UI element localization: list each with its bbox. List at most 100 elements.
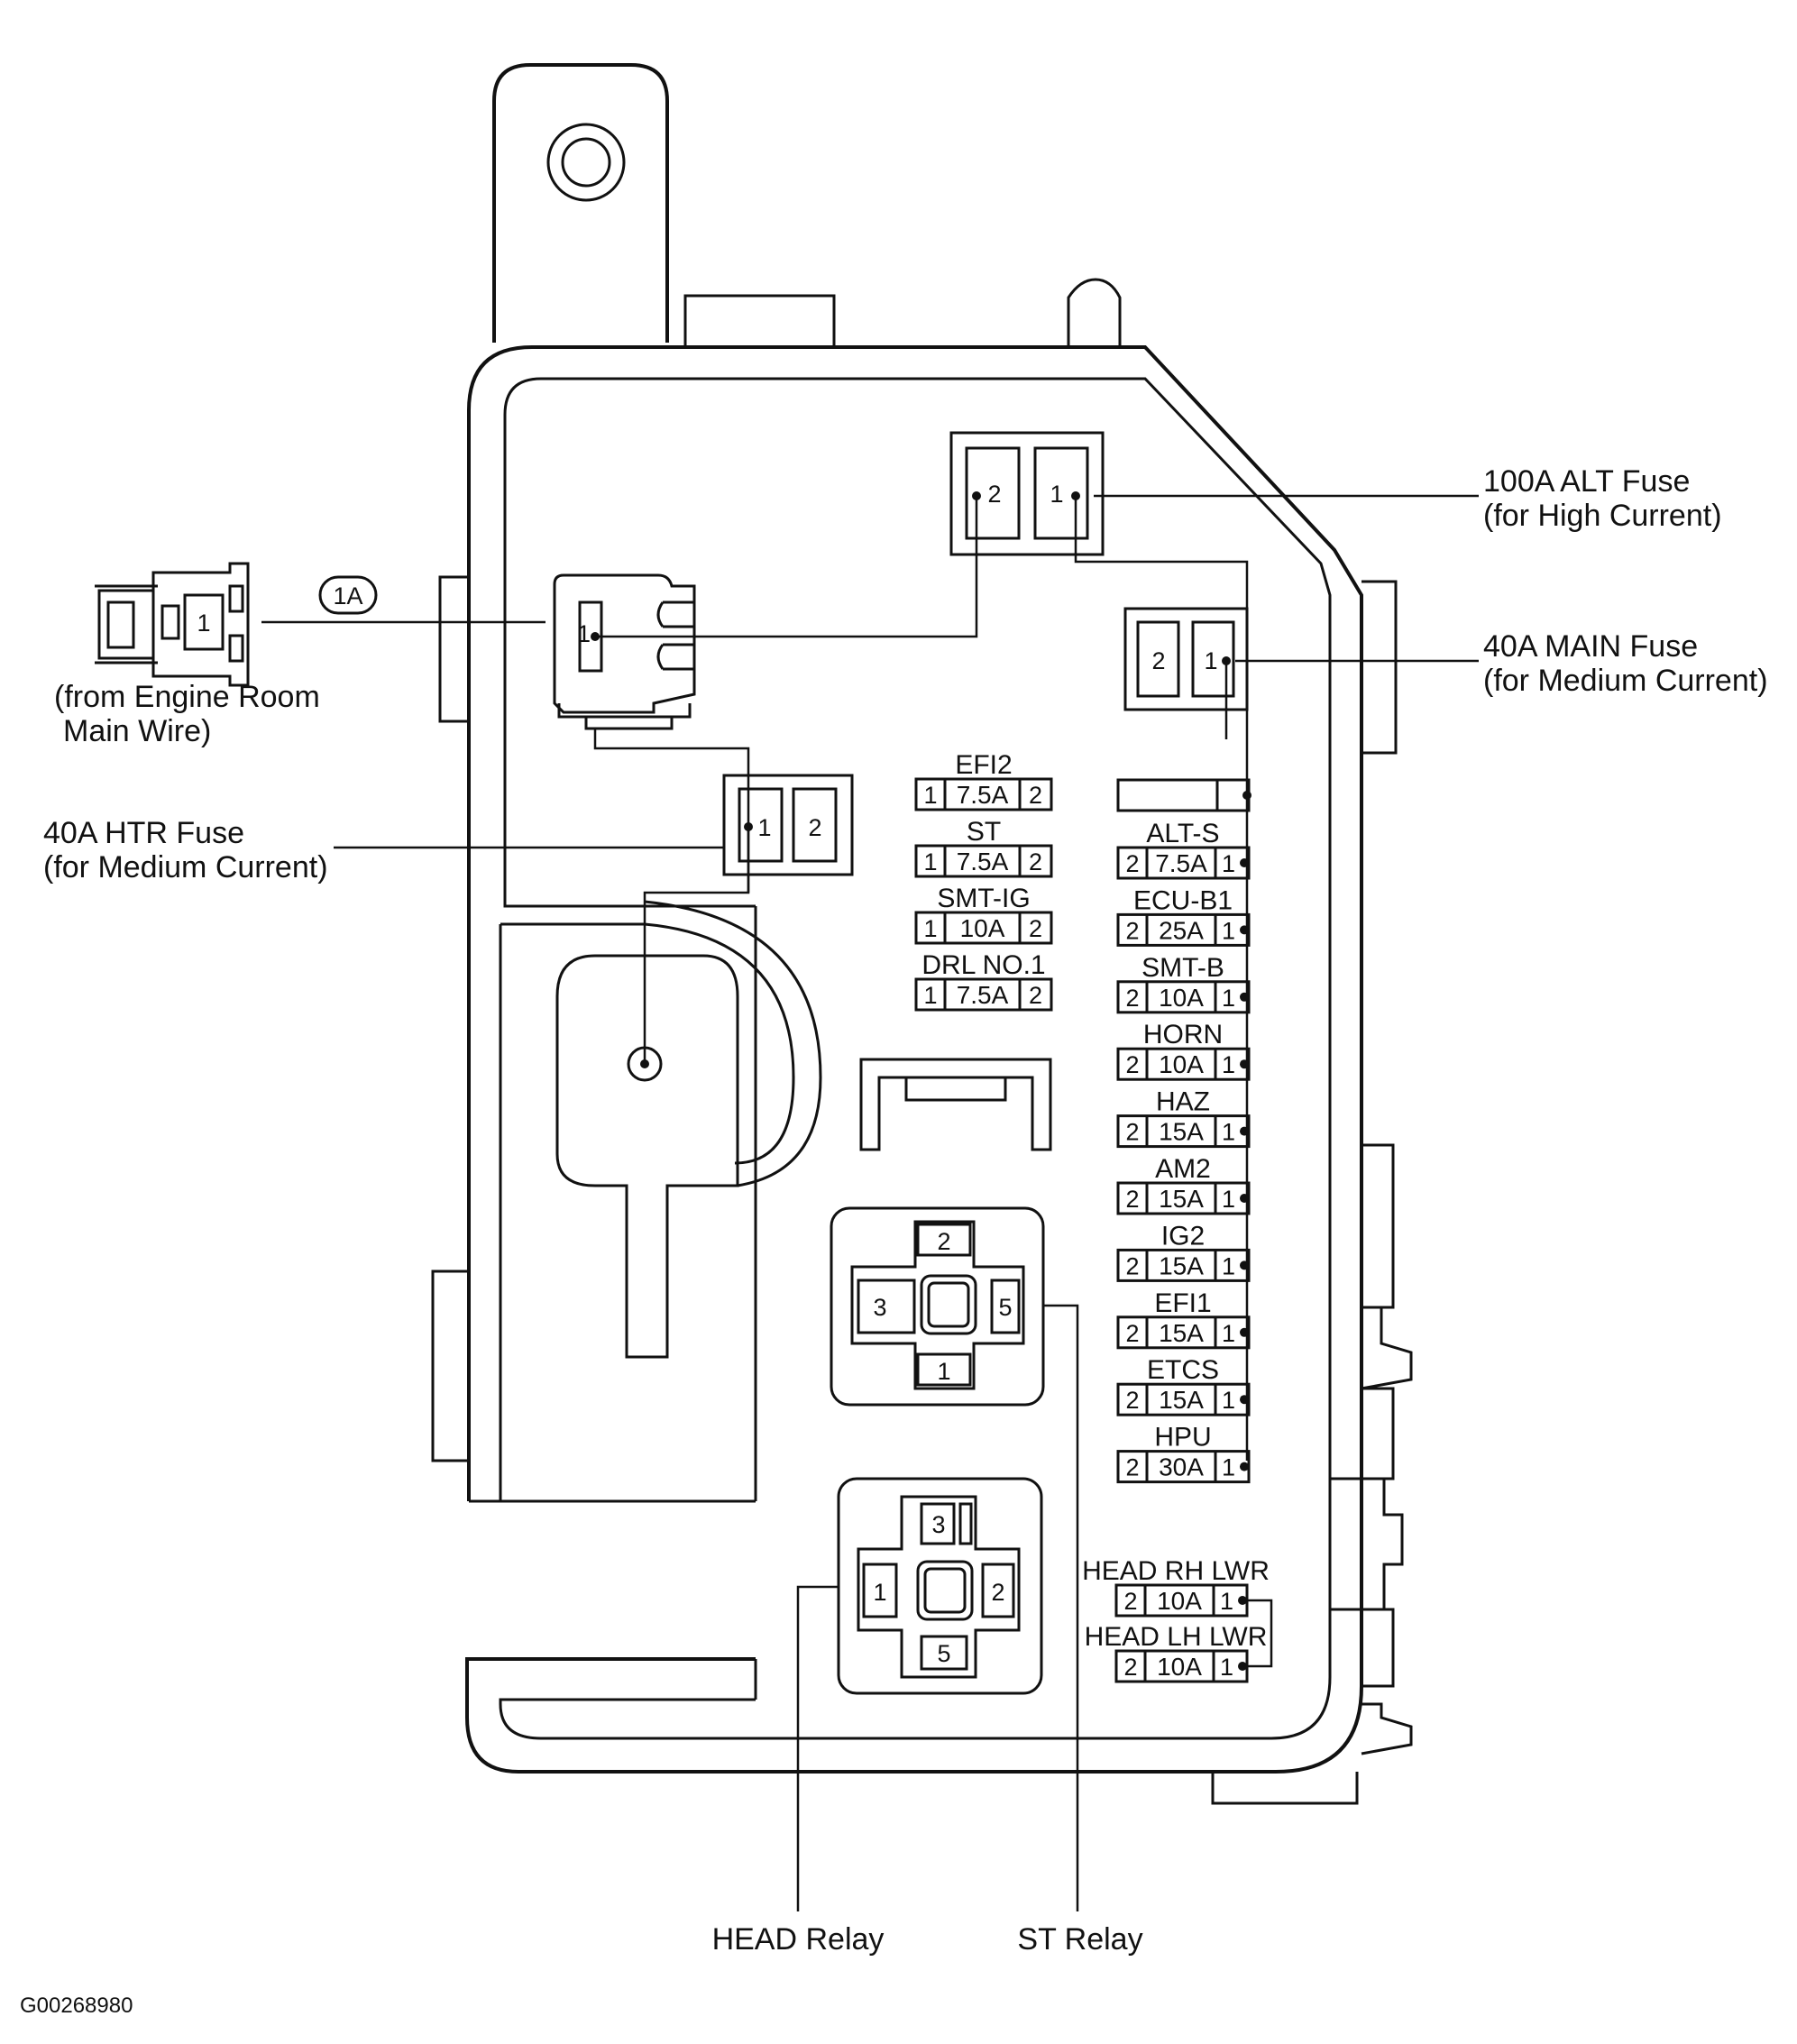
head-relay-pin-left: 1 xyxy=(873,1579,886,1606)
st-relay-pin-bottom: 1 xyxy=(937,1358,950,1385)
htr-fuse-label-line1: 40A HTR Fuse xyxy=(43,816,244,850)
fuse-name: HPU xyxy=(1154,1423,1211,1453)
fuse-name: EFI2 xyxy=(955,750,1012,780)
fuse-name: HAZ xyxy=(1156,1087,1210,1117)
head-relay-pin-bottom: 5 xyxy=(937,1640,950,1667)
fuse-pin-left: 2 xyxy=(1123,1588,1137,1615)
mini-fuse: SMT-IG1 10A 2 xyxy=(914,884,1053,945)
figure-code: G00268980 xyxy=(20,1994,133,2018)
housing xyxy=(431,63,1413,1805)
fuse-pin-left: 2 xyxy=(1125,1119,1139,1146)
fuse-pin-left: 1 xyxy=(923,915,937,942)
htr-fuse-label-line2: (for Medium Current) xyxy=(43,850,328,885)
fuse-name: EFI1 xyxy=(1154,1288,1211,1318)
alt-fuse-label-line1: 100A ALT Fuse xyxy=(1483,464,1690,499)
fuse-pin-right: 1 xyxy=(1222,1051,1235,1078)
fuse-rating: 30A xyxy=(1159,1453,1204,1481)
fuse-rating: 7.5A xyxy=(957,981,1009,1009)
fuse-pin-left: 2 xyxy=(1125,850,1139,877)
head-relay-pin-top: 3 xyxy=(931,1511,945,1538)
alt-fuse-label-line2: (for High Current) xyxy=(1483,499,1722,533)
fuse-rating: 7.5A xyxy=(957,781,1009,809)
fuse-pin-left: 2 xyxy=(1125,1186,1139,1213)
head-relay: 3 1 2 5 xyxy=(796,1477,1043,1911)
fuse-pin-left: 2 xyxy=(1125,917,1139,944)
fuse-rating: 15A xyxy=(1159,1319,1204,1347)
connector-1a-pin: 1 xyxy=(577,620,591,647)
fuse-pin-left: 2 xyxy=(1125,1454,1139,1481)
main-fuse-label-line2: (for Medium Current) xyxy=(1483,664,1768,698)
alt-fuse-pin-1: 1 xyxy=(1050,481,1063,508)
fuse-pin-right: 1 xyxy=(1222,985,1235,1012)
fuse-pin-right: 1 xyxy=(1220,1654,1233,1681)
st-relay-label: ST Relay xyxy=(1017,1922,1142,1957)
fuse-name: ECU-B1 xyxy=(1133,885,1233,915)
fuse-name: SMT-B xyxy=(1141,953,1224,983)
fuse-pin-right: 2 xyxy=(1029,982,1042,1009)
fuse-name: AM2 xyxy=(1155,1154,1211,1184)
blank-fuse-slot xyxy=(1116,778,1251,812)
plug-pin-label: 1 xyxy=(197,610,210,637)
main-fuse-label-line1: 40A MAIN Fuse xyxy=(1483,629,1698,664)
st-relay-pin-right: 5 xyxy=(998,1294,1012,1321)
mini-fuse: IG2 2 15A 1 xyxy=(1116,1221,1251,1282)
fuse-rating: 15A xyxy=(1159,1251,1204,1279)
connector-code: 1A xyxy=(333,582,362,610)
engine-room-plug: 1 xyxy=(95,562,546,687)
connector-code-badge: 1A xyxy=(318,575,378,615)
fuse-pin-right: 1 xyxy=(1222,1320,1235,1347)
fuse-pin-right: 1 xyxy=(1222,1454,1235,1481)
main-fuse: 2 1 xyxy=(1123,607,1249,711)
mini-fuse: EFI1 2 15A 1 xyxy=(1116,1288,1251,1350)
htr-fuse-pin-2: 2 xyxy=(808,814,821,841)
fuse-rating: 15A xyxy=(1159,1118,1204,1146)
fuse-name: ALT-S xyxy=(1146,819,1219,848)
fuse-rating: 10A xyxy=(1157,1653,1202,1681)
fuse-rating: 10A xyxy=(960,914,1005,942)
fuse-pin-right: 2 xyxy=(1029,915,1042,942)
fuse-pin-left: 2 xyxy=(1125,1252,1139,1279)
head-relay-label: HEAD Relay xyxy=(712,1922,885,1957)
fuse-pin-right: 2 xyxy=(1029,782,1042,809)
fuse-rating: 10A xyxy=(1157,1587,1202,1615)
main-fuse-pin-1: 1 xyxy=(1204,647,1217,674)
fuse-name: HORN xyxy=(1143,1020,1223,1049)
head-relay-pin-right: 2 xyxy=(991,1579,1004,1606)
fuse-rating: 10A xyxy=(1159,984,1204,1012)
fuse-pin-right: 2 xyxy=(1029,848,1042,875)
fuse-rating: 10A xyxy=(1159,1050,1204,1078)
st-relay-pin-left: 3 xyxy=(873,1294,886,1321)
fuse-name: ST xyxy=(967,817,1001,847)
fuse-rating: 7.5A xyxy=(1155,849,1207,877)
connector-source-line2: Main Wire) xyxy=(63,714,211,748)
fuse-pin-right: 1 xyxy=(1222,1252,1235,1279)
fuse-pin-right: 1 xyxy=(1222,1186,1235,1213)
st-relay: 2 3 5 1 xyxy=(830,1206,1079,1911)
fuse-pin-left: 2 xyxy=(1125,1320,1139,1347)
fuse-rating: 15A xyxy=(1159,1185,1204,1213)
fuse-name: IG2 xyxy=(1161,1221,1205,1251)
fuse-name: ETCS xyxy=(1147,1355,1219,1385)
fuse-pin-right: 1 xyxy=(1222,1387,1235,1414)
st-relay-pin-top: 2 xyxy=(937,1228,950,1255)
fuse-pin-left: 1 xyxy=(923,848,937,875)
mini-fuse: HPU 2 30A 1 xyxy=(1116,1423,1251,1484)
connector-1a: 1 xyxy=(553,573,696,730)
fuse-pin-left: 2 xyxy=(1125,1051,1139,1078)
fuse-name: SMT-IG xyxy=(937,884,1030,913)
fuse-name: DRL NO.1 xyxy=(921,950,1045,980)
connector-source-line1: (from Engine Room xyxy=(54,680,320,714)
